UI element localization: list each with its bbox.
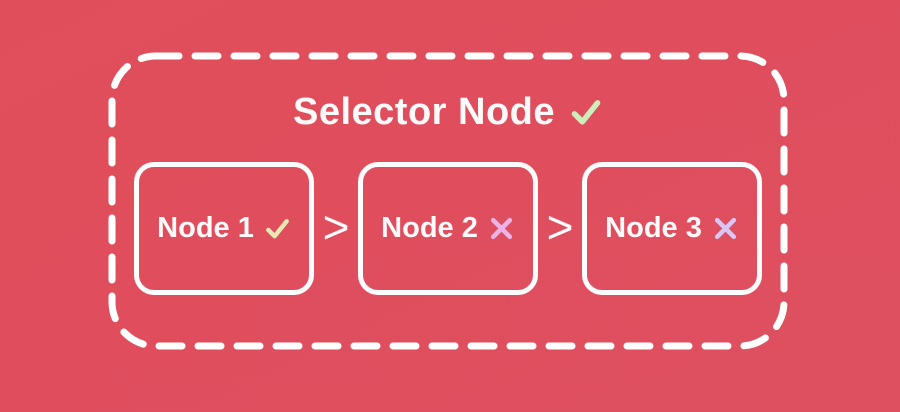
node-2-box: Node 2 — [358, 162, 538, 295]
node-3-box: Node 3 — [582, 162, 762, 295]
nodes-row: Node 1 > Node 2 > Node 3 — [108, 162, 788, 295]
x-icon — [490, 217, 512, 240]
selector-node-group: Selector Node Node 1 > Node 2 > — [108, 52, 788, 350]
check-icon — [265, 219, 289, 239]
node-3-label: Node 3 — [605, 212, 702, 244]
node-2-label: Node 2 — [381, 212, 478, 244]
group-title: Selector Node — [108, 90, 788, 134]
node-1-label: Node 1 — [157, 212, 254, 244]
node-1-box: Node 1 — [134, 162, 314, 295]
arrow-separator: > — [546, 200, 574, 253]
check-icon — [571, 100, 601, 125]
arrow-separator: > — [322, 200, 350, 253]
x-icon — [714, 217, 736, 240]
group-title-label: Selector Node — [292, 91, 556, 133]
